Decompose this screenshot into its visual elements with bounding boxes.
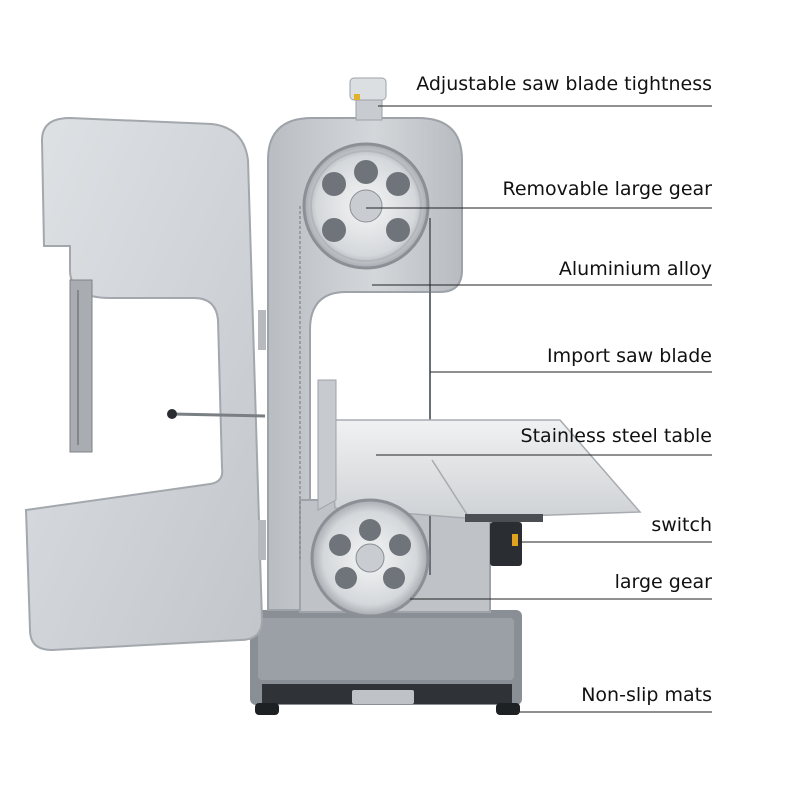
label-saw-blade-tightness: Adjustable saw blade tightness	[416, 73, 712, 95]
blade-tension-knob	[349, 77, 387, 121]
label-removable-large-gear: Removable large gear	[502, 178, 712, 200]
label-import-saw-blade: Import saw blade	[547, 345, 712, 367]
removable-large-gear	[302, 142, 430, 270]
machine-base	[250, 610, 522, 705]
leader-lines	[366, 105, 712, 713]
label-large-gear: large gear	[614, 571, 712, 593]
power-switch	[490, 522, 522, 566]
label-non-slip-mats: Non-slip mats	[581, 684, 712, 706]
open-door-panel	[24, 116, 266, 652]
label-stainless-steel-table: Stainless steel table	[520, 425, 712, 447]
label-switch: switch	[651, 514, 712, 536]
label-aluminium-alloy: Aluminium alloy	[558, 258, 712, 280]
lower-large-gear	[310, 498, 430, 618]
stainless-steel-table	[317, 379, 642, 522]
